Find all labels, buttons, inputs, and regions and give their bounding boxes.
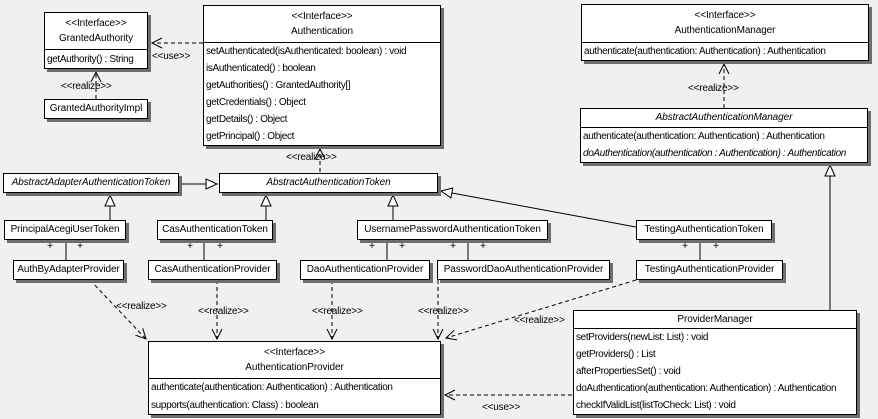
class-name: AbstractAuthenticationManager [655,112,793,123]
realize-label: <<realize>> [198,306,249,317]
class-abstract-authentication-token: AbstractAuthenticationToken [219,173,438,193]
method: authenticate(authentication: Authenticat… [583,131,825,142]
method: authenticate(authentication: Authenticat… [151,382,393,394]
association-plus-label: + [47,241,53,252]
association-plus-label: + [682,241,688,252]
realize-label: <<realize>> [312,306,363,317]
realize-testing-provider [444,279,637,341]
class-name: GrantedAuthorityImpl [49,103,143,114]
method: doAuthentication(authentication : Authen… [583,148,847,159]
class-cas-authentication-token: CasAuthenticationToken [157,220,273,240]
class-granted-authority-impl: GrantedAuthorityImpl [44,99,148,119]
class-name: PrincipalAcegiUserToken [10,224,120,235]
method: afterPropertiesSet() : void [576,366,681,377]
method: getProviders() : List [576,349,656,360]
class-name: PasswordDaoAuthenticationProvider [443,264,604,275]
class-title: <<Interface>> GrantedAuthority [45,13,147,50]
class-granted-authority: <<Interface>> GrantedAuthority getAuthor… [44,12,148,69]
realize-label: <<realize>> [61,81,112,92]
association-plus-label: + [450,241,456,252]
association-plus-label: + [187,241,193,252]
stereotype-label: <<Interface>> [291,10,353,22]
method: doAuthentication(authentication: Authent… [576,383,837,394]
stereotype-label: <<Interface>> [264,346,325,358]
class-dao-authentication-provider: DaoAuthenticationProvider [300,260,430,280]
method: getPrincipal() : Object [206,131,295,142]
realize-label: <<realize>> [688,83,739,94]
class-auth-by-adapter-provider: AuthByAdapterProvider [13,260,124,280]
class-name: AbstractAdapterAuthenticationToken [11,177,171,188]
method: authenticate(authentication: Authenticat… [584,46,826,57]
class-username-password-authentication-token: UsernamePasswordAuthenticationToken [357,220,548,240]
class-name: TestingAuthenticationToken [644,224,764,235]
method: getAuthority() : String [47,53,134,65]
class-authentication: <<Interface>> Authentication setAuthenti… [203,5,441,146]
class-name: UsernamePasswordAuthenticationToken [364,224,541,235]
method: setAuthenticated(isAuthenticated: boolea… [206,46,407,57]
class-password-dao-authentication-provider: PasswordDaoAuthenticationProvider [437,260,610,280]
class-name: GrantedAuthority [59,32,133,44]
method: getAuthorities() : GrantedAuthority[] [206,80,351,91]
class-name: CasAuthenticationToken [162,224,268,235]
method: getCredentials() : Object [206,97,306,108]
class-testing-authentication-provider: TestingAuthenticationProvider [636,260,783,280]
use-label: <<use>> [152,51,191,62]
stereotype-label: <<Interface>> [694,10,756,21]
class-name: DaoAuthenticationProvider [306,264,424,275]
class-name: Authentication [291,25,353,37]
class-name: TestingAuthenticationProvider [644,264,775,275]
realize-label: <<realize>> [116,301,167,312]
method: setProviders(newList: List) : void [576,332,709,343]
class-title: <<Interface>> AuthenticationManager [582,5,868,43]
class-name: AbstractAuthenticationToken [266,177,391,188]
realize-label: <<realize>> [514,315,565,326]
class-name: CasAuthenticationProvider [154,264,271,275]
class-provider-manager: ProviderManager setProviders(newList: Li… [573,310,857,415]
association-plus-label: + [77,241,83,252]
class-abstract-adapter-authentication-token: AbstractAdapterAuthenticationToken [3,173,179,193]
realize-label: <<realize>> [418,306,469,317]
class-title: <<Interface>> AuthenticationProvider [149,342,440,379]
association-plus-label: + [399,241,405,252]
class-authentication-provider: <<Interface>> AuthenticationProvider aut… [148,341,441,415]
association-plus-label: + [713,241,719,252]
realize-label: <<realize>> [286,152,337,163]
class-title: ProviderManager [574,311,856,329]
use-label: <<use>> [482,402,521,413]
association-plus-label: + [369,241,375,252]
association-plus-label: + [217,241,223,252]
generalization-testing-token [439,187,637,228]
class-principal-acegi-user-token: PrincipalAcegiUserToken [4,220,126,240]
class-name: AuthenticationProvider [245,361,344,373]
class-title: AbstractAuthenticationManager [581,109,867,128]
class-cas-authentication-provider: CasAuthenticationProvider [148,260,277,280]
method: isAuthenticated() : boolean [206,63,316,74]
method: checkIfValidList(listToCheck: List) : vo… [576,400,736,411]
class-authentication-manager: <<Interface>> AuthenticationManager auth… [581,4,869,61]
class-testing-authentication-token: TestingAuthenticationToken [636,220,772,240]
class-abstract-authentication-manager: AbstractAuthenticationManager authentica… [580,108,868,163]
class-name: ProviderManager [677,313,753,325]
stereotype-label: <<Interface>> [65,17,127,29]
method: getDetails() : Object [206,114,288,125]
class-name: AuthByAdapterProvider [17,264,120,275]
class-title: <<Interface>> Authentication [204,6,440,43]
method: supports(authentication: Class) : boolea… [151,399,319,411]
association-plus-label: + [480,241,486,252]
class-name: AuthenticationManager [674,25,776,36]
